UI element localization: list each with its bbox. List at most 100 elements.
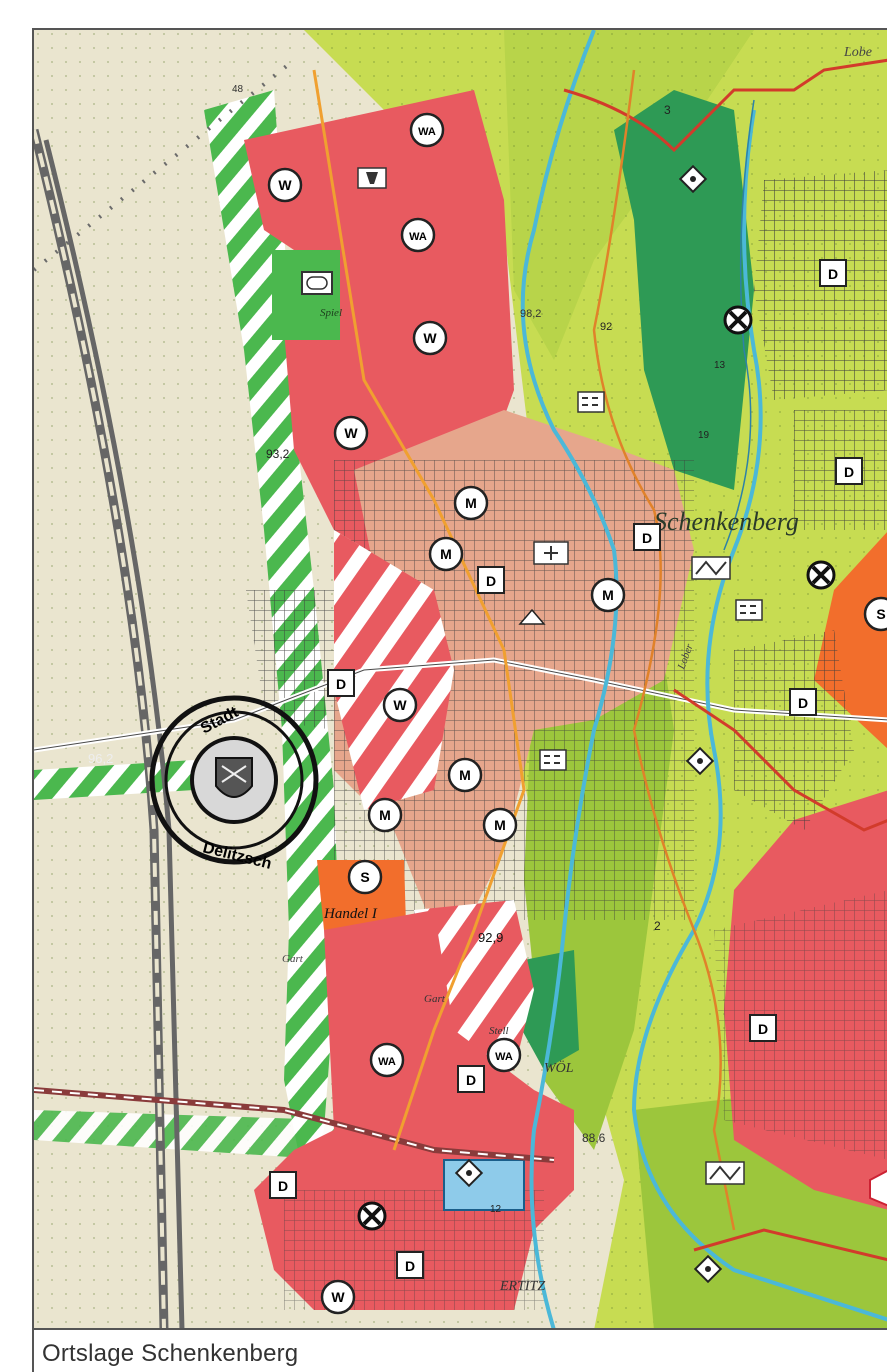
svg-text:M: M xyxy=(494,817,506,833)
cemetery-icon xyxy=(357,167,387,189)
allotment-garden-icon xyxy=(577,391,605,413)
symbol-d: D xyxy=(789,688,817,716)
symbol-m: M xyxy=(590,577,626,613)
lower-place-label: ERTITZ xyxy=(499,1279,545,1294)
utility-cross-icon xyxy=(723,305,753,335)
land-use-map: Stadt Delitzsch Schenkenberg Handel I ER… xyxy=(34,30,887,1328)
svg-text:W: W xyxy=(331,1289,345,1305)
svg-text:S: S xyxy=(876,606,885,622)
symbol-d: D xyxy=(269,1171,297,1199)
commercial-area-handel xyxy=(317,860,406,930)
svg-text:D: D xyxy=(336,676,346,692)
public-building-icon xyxy=(693,1254,723,1284)
symbol-w: W xyxy=(382,687,418,723)
svg-text:D: D xyxy=(844,464,854,480)
svg-text:D: D xyxy=(278,1178,288,1194)
svg-text:W: W xyxy=(423,330,437,346)
symbol-d: D xyxy=(327,669,355,697)
spiel-label: Spiel xyxy=(320,307,342,319)
symbol-w: W xyxy=(267,167,303,203)
symbol-d: D xyxy=(396,1251,424,1279)
svg-text:M: M xyxy=(379,807,391,823)
svg-text:D: D xyxy=(486,573,496,589)
utility-cross-icon xyxy=(357,1201,387,1231)
symbol-d: D xyxy=(633,523,661,551)
svg-text:D: D xyxy=(642,530,652,546)
svg-text:D: D xyxy=(405,1258,415,1274)
svg-text:M: M xyxy=(465,495,477,511)
utility-cross-icon xyxy=(806,560,836,590)
parcel-number: 92 xyxy=(600,321,612,333)
symbol-d: D xyxy=(819,259,847,287)
symbol-wa: WA xyxy=(369,1042,405,1078)
allotment-garden-icon xyxy=(735,599,763,621)
svg-text:D: D xyxy=(758,1021,768,1037)
sports-field-icon xyxy=(301,271,333,295)
svg-text:S: S xyxy=(360,869,369,885)
svg-text:WA: WA xyxy=(378,1056,396,1068)
symbol-d: D xyxy=(835,457,863,485)
svg-text:WA: WA xyxy=(409,231,427,243)
parcel-number: 48 xyxy=(232,84,244,95)
symbol-m: M xyxy=(428,536,464,572)
symbol-d: D xyxy=(457,1065,485,1093)
symbol-s: S xyxy=(347,859,383,895)
monument-icon xyxy=(518,608,546,625)
symbol-wa: WA xyxy=(409,112,445,148)
caption-bar: Ortslage Schenkenberg xyxy=(32,1328,887,1372)
elevation-label: 93,2 xyxy=(266,447,290,461)
gart-label-2: Gart xyxy=(282,953,304,965)
map-caption: Ortslage Schenkenberg xyxy=(42,1340,299,1367)
symbol-m: M xyxy=(447,757,483,793)
svg-text:D: D xyxy=(798,695,808,711)
symbol-s: S xyxy=(863,596,887,632)
svg-text:WA: WA xyxy=(495,1051,513,1063)
svg-text:W: W xyxy=(278,177,292,193)
church-icon xyxy=(533,541,569,565)
svg-text:M: M xyxy=(459,767,471,783)
forest-area xyxy=(614,90,754,490)
official-seal: Stadt Delitzsch xyxy=(149,695,319,873)
symbol-m: M xyxy=(482,807,518,843)
svg-text:W: W xyxy=(344,425,358,441)
elevation-label: 88,6 xyxy=(582,1131,606,1145)
elevation-label: 98,2 xyxy=(520,308,541,320)
public-building-icon xyxy=(685,746,715,776)
parcel-number: 13 xyxy=(714,360,726,371)
symbol-w: W xyxy=(320,1279,356,1315)
parcel-number: 2 xyxy=(654,919,661,933)
symbol-m: M xyxy=(453,485,489,521)
svg-text:M: M xyxy=(602,587,614,603)
river-west xyxy=(520,30,619,1328)
river-east xyxy=(631,109,887,1322)
parcel-number: 19 xyxy=(698,430,710,441)
svg-text:WA: WA xyxy=(418,126,436,138)
handel-label: Handel I xyxy=(323,906,378,922)
fire-station-icon xyxy=(705,1161,745,1185)
stell-label: Stell xyxy=(489,1025,509,1037)
symbol-d: D xyxy=(749,1014,777,1042)
boundary-line xyxy=(592,69,736,1231)
symbol-wa: WA xyxy=(400,217,436,253)
symbol-wa: WA xyxy=(486,1037,522,1073)
road-north-south xyxy=(312,69,526,1151)
fire-station-icon xyxy=(691,556,731,580)
gart-label: Gart xyxy=(424,993,446,1005)
symbol-w: W xyxy=(412,320,448,356)
elevation-label: 92,9 xyxy=(478,930,503,945)
svg-text:D: D xyxy=(466,1072,476,1088)
symbol-m: M xyxy=(367,797,403,833)
svg-text:D: D xyxy=(828,266,838,282)
parcel-number: 12 xyxy=(490,1204,502,1215)
woel-label: WÖL xyxy=(544,1059,574,1076)
map-frame: Stadt Delitzsch Schenkenberg Handel I ER… xyxy=(32,28,887,1328)
public-building-icon xyxy=(678,164,708,194)
place-name-label: Schenkenberg xyxy=(654,507,799,536)
symbol-w: W xyxy=(333,415,369,451)
lobe-label: Lobe xyxy=(843,45,872,60)
parcel-number: 3 xyxy=(664,103,671,117)
green-corridor xyxy=(204,90,339,1180)
svg-text:M: M xyxy=(440,546,452,562)
symbol-d: D xyxy=(477,566,505,594)
elevation-label: 96,2 xyxy=(88,751,113,766)
